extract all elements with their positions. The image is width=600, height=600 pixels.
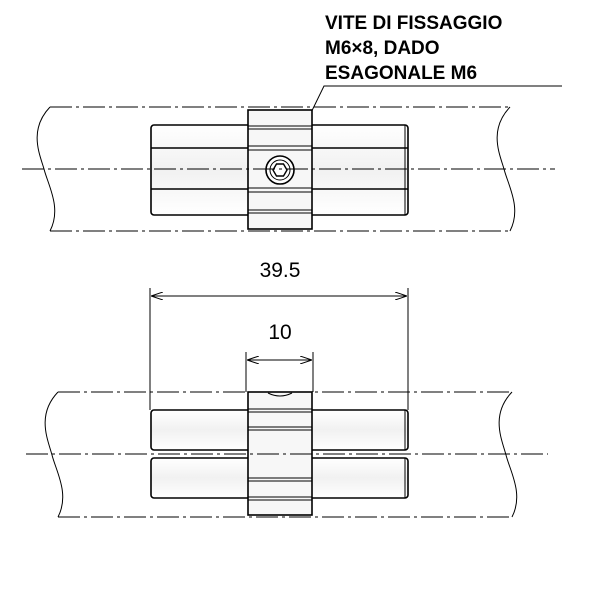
dimension-overall-label: 39.5 [260,259,301,282]
bottom-view [26,391,548,518]
dimension-overall: 39.5 [149,259,409,410]
set-screw-icon [265,155,295,185]
callout-line-2: M6×8, DADO [325,38,440,59]
dimension-collar: 10 [245,321,314,392]
dimension-collar-label: 10 [268,321,291,344]
callout-note: VITE DI FISSAGGIO M6×8, DADO ESAGONALE M… [283,13,562,169]
callout-line-3: ESAGONALE M6 [325,63,477,84]
callout-line-1: VITE DI FISSAGGIO [325,13,502,34]
top-view [22,106,555,232]
